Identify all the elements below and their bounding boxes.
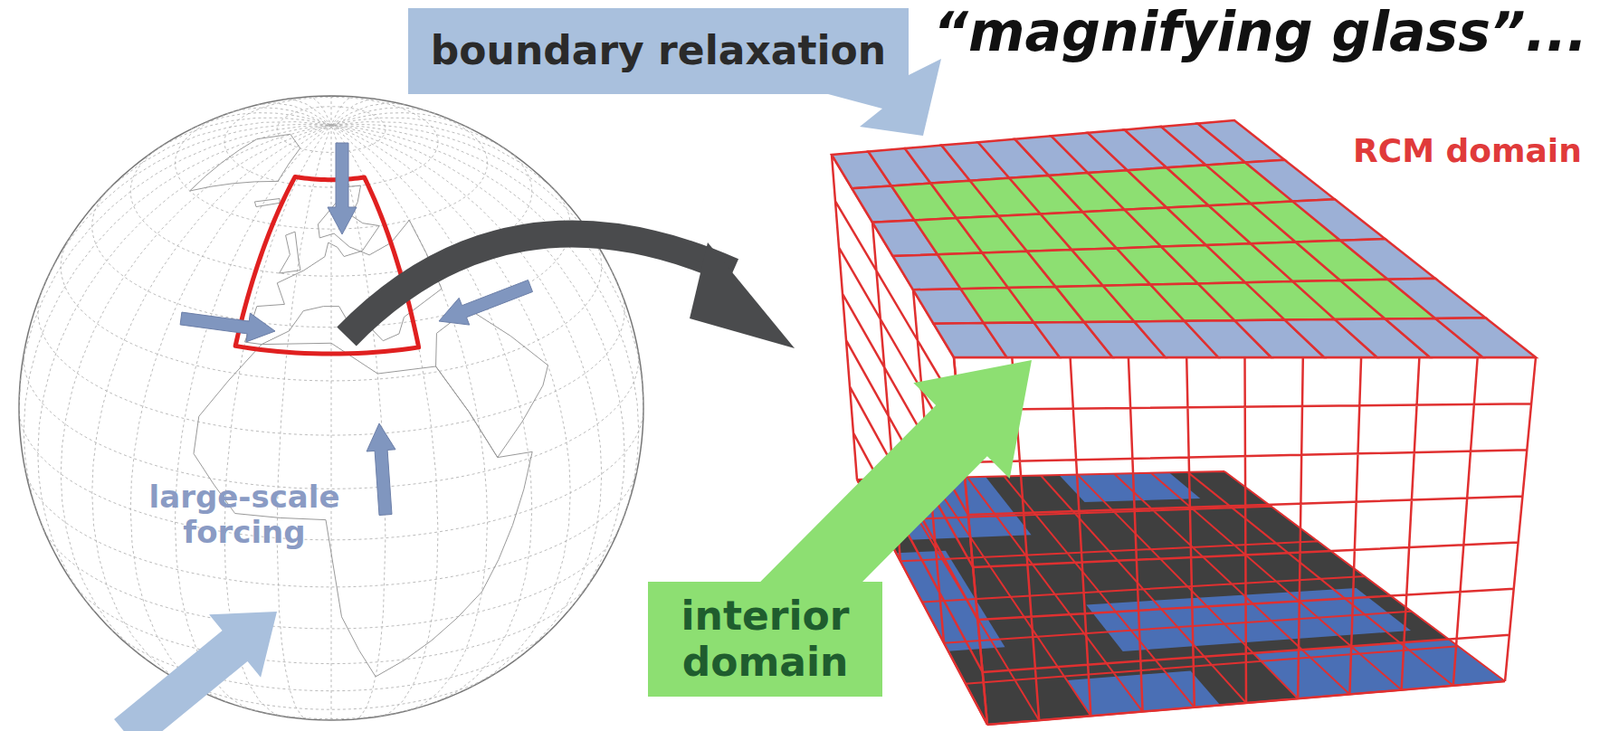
box-text: boundary relaxation bbox=[430, 28, 886, 75]
grid-cell bbox=[1388, 278, 1486, 319]
title: “magnifying glass”... bbox=[933, 1, 1588, 62]
grid-lines bbox=[953, 357, 1536, 725]
zoom-arrowhead bbox=[689, 242, 795, 349]
grid-cell bbox=[1198, 120, 1286, 163]
map-floor bbox=[857, 471, 1505, 725]
grid-cell bbox=[1245, 160, 1335, 202]
coastline bbox=[279, 231, 301, 274]
interior-box: interior domain bbox=[647, 581, 883, 697]
globe bbox=[19, 95, 644, 721]
coastline bbox=[436, 309, 549, 458]
coastline bbox=[190, 133, 301, 191]
forcing-arrow bbox=[327, 142, 357, 235]
box-text: interior domain bbox=[661, 593, 870, 686]
graticule bbox=[19, 95, 644, 721]
forcing-arrow bbox=[366, 423, 396, 516]
grid-cell bbox=[1293, 199, 1386, 240]
forcing-arrow bbox=[438, 280, 534, 326]
globe-outline bbox=[19, 95, 644, 721]
grid-cell bbox=[1340, 238, 1436, 280]
sea bbox=[1254, 639, 1506, 700]
relaxation-box: boundary relaxation bbox=[408, 8, 909, 95]
forcing-label: large-scale forcing bbox=[126, 479, 362, 551]
grid-lines bbox=[857, 471, 1505, 725]
label-pointer bbox=[114, 611, 277, 731]
rcm-label: RCM domain bbox=[1352, 132, 1582, 170]
coastline bbox=[254, 199, 280, 208]
zoom-arrow bbox=[346, 234, 734, 337]
grid-cell bbox=[1435, 317, 1536, 358]
forcing-arrow bbox=[180, 312, 276, 343]
